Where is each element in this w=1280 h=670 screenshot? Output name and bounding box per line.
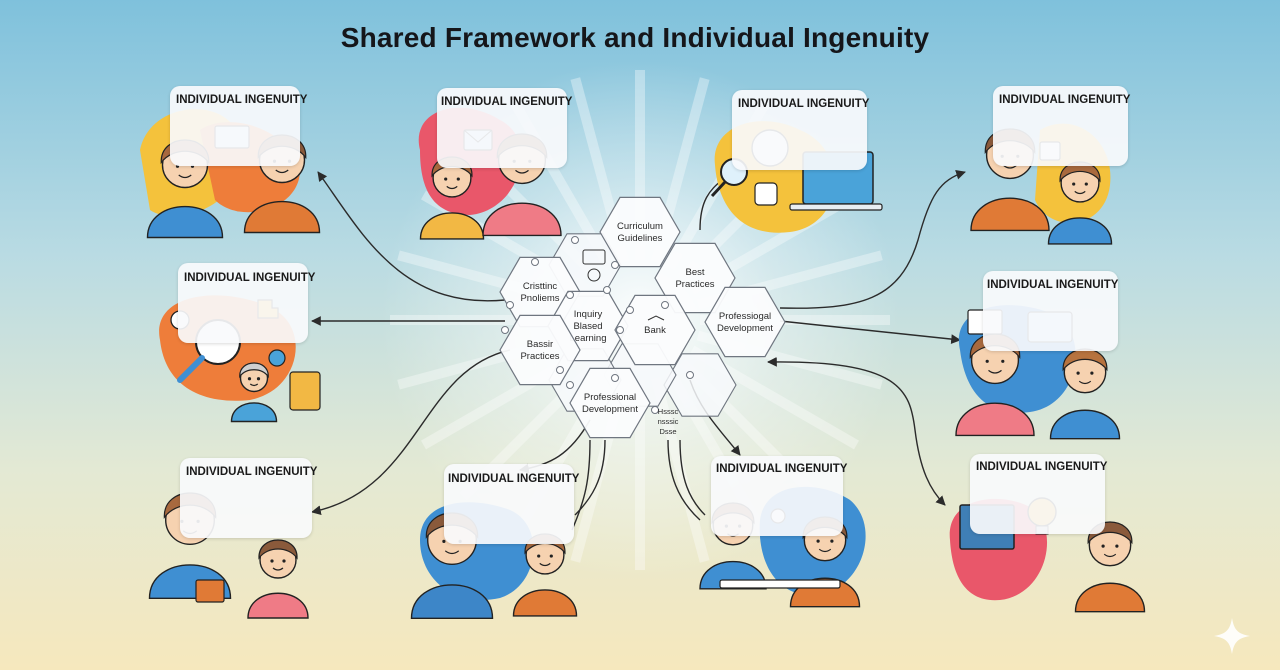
hub-node-dot (651, 406, 659, 414)
hex-label: Bank (644, 325, 666, 336)
card-top-left: INDIVIDUAL INGENUITY (170, 86, 307, 166)
user-icon (587, 268, 601, 282)
desk-icon (719, 579, 841, 589)
card-top-center-left: INDIVIDUAL INGENUITY (437, 88, 572, 168)
hex-label: Practices (520, 351, 559, 362)
card-mid-right: INDIVIDUAL INGENUITY (983, 271, 1118, 351)
hub-caption: Dsse (659, 427, 676, 436)
hub-node-dot (556, 366, 564, 374)
person-student (1074, 521, 1146, 613)
card-bottom-left: INDIVIDUAL INGENUITY (180, 458, 317, 538)
arrow-from-bottom-center-left-2 (571, 439, 591, 531)
card-bottom-right: INDIVIDUAL INGENUITY (970, 454, 1108, 534)
hex-label: Development (717, 323, 773, 334)
person-student (1047, 161, 1113, 245)
arrow-to-top-right (779, 170, 966, 309)
arrow-to-top-left (317, 171, 506, 302)
hex-shape (599, 196, 681, 268)
connector-arrows (311, 170, 966, 531)
shared-framework-hub: CurriculumGuidelinesBestPracticesCristti… (499, 196, 786, 439)
hex-bank: Bank (614, 294, 696, 366)
card-label: INDIVIDUAL INGENUITY (716, 463, 848, 475)
card-label: INDIVIDUAL INGENUITY (738, 98, 870, 110)
card-mid-left: INDIVIDUAL INGENUITY (178, 263, 315, 343)
arrow-to-bottom-left (311, 349, 511, 516)
hex-label: Development (582, 404, 638, 415)
hex-label: Learning (570, 333, 607, 344)
hex-label: Pnoliems (520, 293, 559, 304)
hub-node-dot (566, 291, 574, 299)
person-student (1049, 348, 1121, 440)
card-top-right: INDIVIDUAL INGENUITY (993, 86, 1131, 166)
card-top-center-right: INDIVIDUAL INGENUITY (732, 90, 870, 170)
person-student (230, 362, 278, 423)
card-label: INDIVIDUAL INGENUITY (976, 461, 1108, 473)
card-label: INDIVIDUAL INGENUITY (987, 279, 1119, 291)
hub-node-dot (506, 301, 514, 309)
hex-label: Blased (573, 321, 602, 332)
figure-icon (289, 371, 321, 411)
hub-caption: nsssic (658, 417, 679, 426)
hub-node-dot (603, 286, 611, 294)
arrow-to-mid-right (779, 320, 961, 344)
hex-label: Bassir (527, 339, 553, 350)
globe-icon (754, 182, 778, 206)
hex-label: Curriculum (617, 221, 663, 232)
card-bottom-center-left: INDIVIDUAL INGENUITY (444, 464, 579, 544)
card-label: INDIVIDUAL INGENUITY (186, 466, 318, 478)
card-label: INDIVIDUAL INGENUITY (441, 96, 573, 108)
arrow-from-bottom-center-right (679, 439, 706, 516)
hex-shape (569, 367, 651, 439)
page-title: Shared Framework and Individual Ingenuit… (340, 22, 930, 53)
hub-node-dot (501, 326, 509, 334)
hub-node-dot (571, 236, 579, 244)
gear-icon (268, 349, 286, 367)
hub-node-dot (531, 258, 539, 266)
hex-label: Professiogal (719, 311, 771, 322)
arrow-from-bottom-center-right-2 (667, 439, 701, 521)
hex-label: Inquiry (574, 309, 603, 320)
hex-label: Guidelines (618, 233, 663, 244)
hub-node-dot (566, 381, 574, 389)
hub-node-dot (661, 301, 669, 309)
card-label: INDIVIDUAL INGENUITY (448, 473, 580, 485)
card-bottom-center-right: INDIVIDUAL INGENUITY (711, 456, 847, 536)
chat-icon (582, 249, 606, 265)
hex-label: Professional (584, 392, 636, 403)
hub-node-dot (626, 306, 634, 314)
sparkle-icon (1214, 618, 1250, 654)
card-label: INDIVIDUAL INGENUITY (176, 94, 308, 106)
hex-shape (614, 294, 696, 366)
book-icon (195, 579, 225, 603)
bank-icon (647, 315, 665, 321)
hex-shape (704, 286, 786, 358)
hub-node-dot (616, 326, 624, 334)
hub-node-dot (611, 374, 619, 382)
card-label: INDIVIDUAL INGENUITY (184, 272, 316, 284)
hex-label: Practices (675, 279, 714, 290)
card-label: INDIVIDUAL INGENUITY (999, 94, 1131, 106)
hub-node-dot (686, 371, 694, 379)
hub-caption: Hsssc (658, 407, 679, 416)
person-student (247, 539, 309, 619)
hex-label: Cristtinc (523, 281, 558, 292)
hex-label: Best (685, 267, 704, 278)
hub-node-dot (611, 261, 619, 269)
arrow-to-bottom-right (767, 356, 946, 506)
